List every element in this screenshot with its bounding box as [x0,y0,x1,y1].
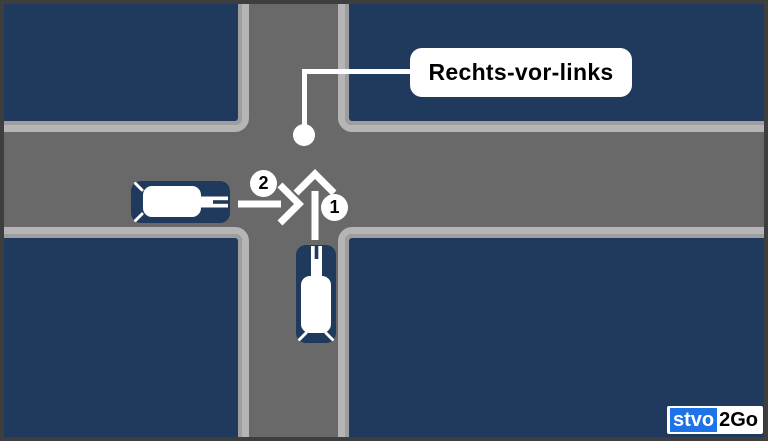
arrow-up-icon [293,169,337,240]
callout-line-vertical [302,69,307,135]
city-block-bottom-left [0,227,249,441]
logo-prefix: stvo [669,408,718,432]
logo-suffix: 2Go [719,409,758,431]
city-block-bottom-right [338,227,768,441]
callout-dot [293,124,315,146]
priority-badge-2: 2 [250,170,277,197]
road-horizontal [0,131,768,227]
car-bottom-icon [296,245,336,343]
priority-badge-1: 1 [321,194,348,221]
city-block-top-left [0,0,249,132]
arrow-right-icon [238,182,304,226]
rule-label: Rechts-vor-links [410,48,632,97]
callout-line-horizontal [302,69,412,74]
car-left-icon [131,181,230,223]
stvo2go-logo: stvo 2Go [666,406,763,434]
